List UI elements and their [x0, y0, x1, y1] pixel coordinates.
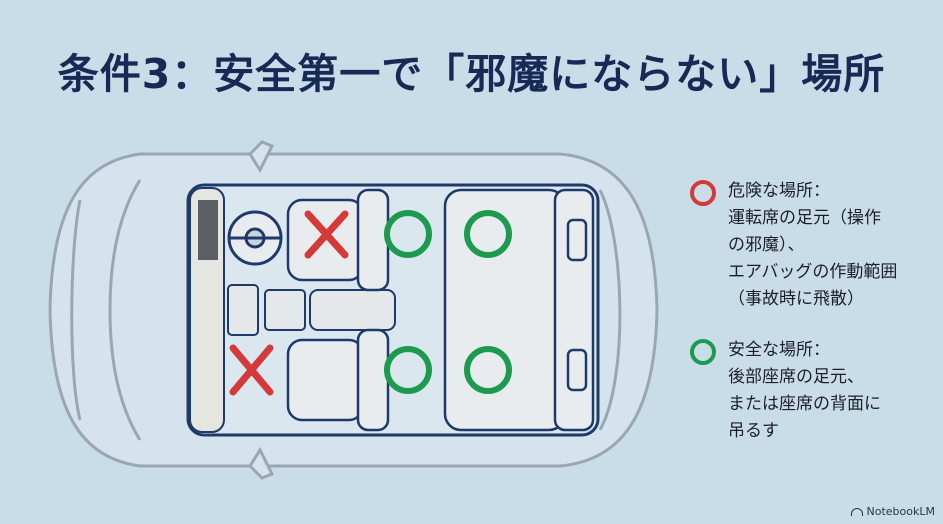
safe-o-rear-left-front — [384, 210, 432, 258]
dashboard-dark-panel — [198, 200, 218, 260]
passenger-seat-back — [356, 328, 390, 432]
legend-text-safe: 安全な場所： 後部座席の足元、 または座席の背面に 吊るす — [728, 340, 881, 441]
brand-watermark: NotebookLM — [850, 505, 935, 518]
safe-o-rear-left-back — [464, 210, 512, 258]
safe-o-rear-right-back — [464, 346, 512, 394]
car-top-view-diagram — [48, 140, 659, 480]
rear-window — [598, 189, 622, 431]
rear-headrest-top — [566, 218, 588, 262]
danger-x-driver-footwell — [304, 210, 349, 259]
legend: 危険な場所： 運転席の足元（操作 の邪魔）、 エアバッグの作動範囲 （事故時に飛… — [690, 178, 935, 445]
rear-headrest-bottom — [566, 348, 588, 392]
windshield — [108, 179, 142, 441]
safe-o-rear-right-front — [384, 346, 432, 394]
notebooklm-logo-icon — [850, 507, 863, 516]
center-console — [227, 284, 396, 336]
driver-seat-back — [356, 188, 390, 292]
page-title: 条件3：安全第一で「邪魔にならない」場所 — [57, 50, 886, 98]
legend-item-safe: 安全な場所： 後部座席の足元、 または座席の背面に 吊るす — [690, 337, 935, 445]
danger-x-passenger-airbag — [229, 344, 274, 396]
safe-circle-icon — [690, 339, 716, 365]
danger-circle-icon — [690, 180, 716, 206]
legend-text-danger: 危険な場所： 運転席の足元（操作 の邪魔）、 エアバッグの作動範囲 （事故時に飛… — [728, 181, 898, 309]
passenger-seat — [286, 338, 365, 422]
steering-wheel-icon — [227, 210, 283, 266]
left-mirror — [248, 140, 275, 174]
brand-label: NotebookLM — [866, 505, 935, 518]
legend-item-danger: 危険な場所： 運転席の足元（操作 の邪魔）、 エアバッグの作動範囲 （事故時に飛… — [690, 178, 935, 313]
right-mirror — [248, 446, 275, 480]
hood-line — [70, 199, 82, 421]
